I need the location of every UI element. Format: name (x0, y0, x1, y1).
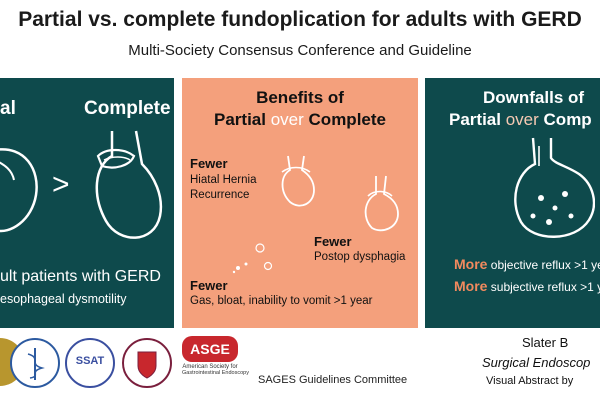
ssat-logo: SSAT (65, 338, 115, 388)
downfall1: More objective reflux >1 ye (454, 256, 600, 272)
society-logo-2 (10, 338, 60, 388)
benefit3-line1: Gas, bloat, inability to vomit >1 year (190, 295, 373, 307)
asge-logo: ASGE American Society for Gastrointestin… (182, 336, 249, 390)
journal-text: Surgical Endoscop (482, 355, 591, 370)
dysphagia-stomach-icon (364, 175, 399, 232)
caduceus-icon (27, 348, 45, 380)
downfall1-bold: More (454, 256, 488, 272)
benefit2-line1: Postop dysphagia (314, 251, 406, 263)
left-panel: al Complete > ult patients with GERD eso… (0, 78, 174, 328)
hernia-stomach-icon (281, 155, 315, 207)
heading-word-complete: Complete (308, 110, 386, 129)
footer: SSAT ASGE American Society for Gastroint… (0, 328, 600, 400)
complete-stomach-icon (95, 130, 163, 239)
label-complete: Complete (84, 98, 171, 119)
asge-line1: American Society for (182, 364, 238, 370)
benefits-heading-line2: Partial over Complete (182, 110, 418, 130)
author-text: Slater B (522, 335, 569, 350)
label-partial: al (0, 98, 16, 119)
middle-panel: Benefits of Partial over Complete Fewer … (182, 78, 418, 328)
page-title: Partial vs. complete fundoplication for … (18, 8, 582, 31)
committee-text: SAGES Guidelines Committee (258, 374, 408, 386)
gas-bubbles-icon (232, 243, 273, 274)
comparison-symbol: > (52, 168, 70, 201)
page-subtitle: Multi-Society Consensus Conference and G… (128, 42, 472, 59)
downfalls-heading-line1: Downfalls of (483, 88, 585, 107)
benefit1-line2: Recurrence (190, 189, 250, 201)
asge-line2: Gastrointestinal Endoscopy (182, 370, 249, 376)
benefit1-title: Fewer (190, 156, 228, 171)
downfall2: More subjective reflux >1 y (454, 278, 600, 294)
shield-icon (137, 351, 157, 379)
downfall2-bold: More (454, 278, 488, 294)
downfalls-word-over: over (505, 110, 539, 129)
asge-badge: ASGE (182, 336, 238, 362)
population-text: ult patients with GERD (0, 268, 161, 285)
heading-word-partial: Partial (214, 110, 266, 129)
benefit2-title: Fewer (314, 234, 352, 249)
population-subtext: esophageal dysmotility (0, 292, 127, 306)
reflux-stomach-icon (514, 137, 595, 238)
credit-text: Visual Abstract by (486, 375, 574, 387)
downfall2-text: subjective reflux >1 y (490, 280, 600, 294)
right-panel: Downfalls of Partial over Comp More obje… (425, 78, 600, 328)
ssat-text: SSAT (75, 355, 105, 367)
downfalls-heading-line2: Partial over Comp (449, 110, 592, 130)
downfalls-word-complete: Comp (543, 110, 592, 129)
downfalls-word-partial: Partial (449, 110, 501, 129)
benefit3-title: Fewer (190, 278, 228, 293)
benefit1-line1: Hiatal Hernia (190, 174, 257, 186)
benefits-heading-line1: Benefits of (256, 88, 344, 107)
thoracic-society-logo (122, 338, 172, 388)
partial-stomach-icon (0, 148, 38, 233)
downfall1-text: objective reflux >1 ye (490, 258, 600, 272)
heading-word-over: over (270, 110, 304, 129)
